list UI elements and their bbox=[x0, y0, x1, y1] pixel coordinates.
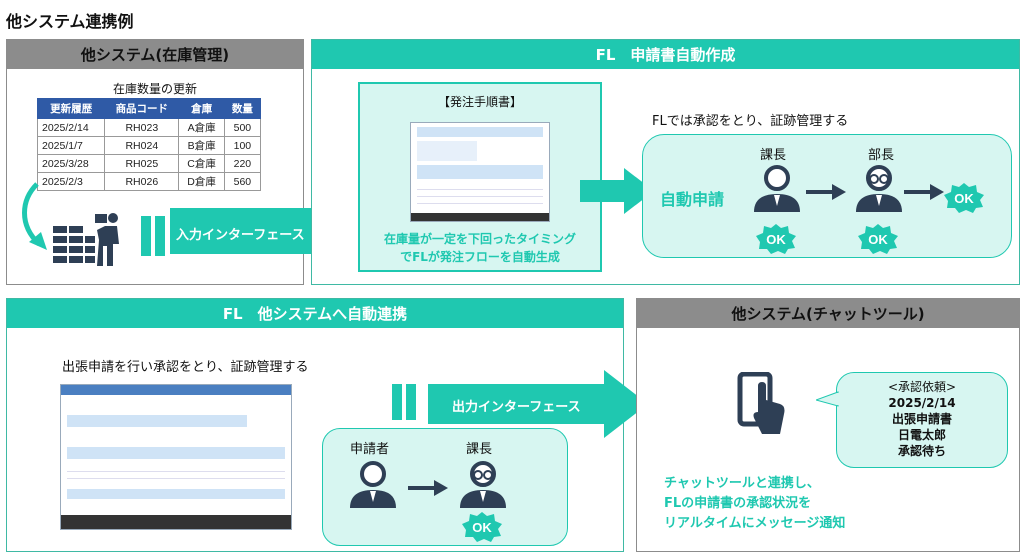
role-kacho-label: 課長 bbox=[760, 148, 787, 163]
ok-badge-icon: OK bbox=[944, 182, 984, 214]
bubble-line: 承認待ち bbox=[897, 444, 946, 458]
chat-caption-3: リアルタイムにメッセージ通知 bbox=[664, 516, 846, 531]
chat-panel-header: 他システム(チャットツール) bbox=[637, 299, 1019, 328]
output-interface-arrow bbox=[428, 370, 648, 438]
interface-bar bbox=[155, 216, 165, 256]
table-cell: D倉庫 bbox=[178, 172, 225, 191]
interface-bar bbox=[141, 216, 151, 256]
arrow-right-icon bbox=[904, 184, 944, 200]
table-cell: RH024 bbox=[104, 136, 180, 155]
table-cell: 100 bbox=[223, 136, 262, 155]
input-interface-label: 入力インターフェース bbox=[176, 228, 305, 243]
auto-apply-label: 自動申請 bbox=[660, 190, 725, 209]
table-cell: 560 bbox=[223, 172, 262, 191]
chat-caption-1: チャットツールと連携し、 bbox=[664, 476, 820, 491]
chat-panel: 他システム(チャットツール) bbox=[636, 298, 1020, 552]
output-interface-label: 出力インターフェース bbox=[452, 400, 581, 415]
smartphone-touch-icon bbox=[737, 372, 785, 434]
person-icon bbox=[754, 165, 800, 212]
interface-bar bbox=[406, 384, 416, 420]
table-cell: 2025/2/3 bbox=[36, 172, 106, 191]
column-header: 更新履歴 bbox=[36, 98, 106, 119]
chat-caption-2: FLの申請書の承認状況を bbox=[664, 496, 812, 511]
table-title: 在庫数量の更新 bbox=[112, 82, 197, 96]
ok-label: OK bbox=[954, 190, 974, 206]
table-cell: A倉庫 bbox=[178, 118, 225, 137]
table-cell: RH025 bbox=[104, 154, 180, 173]
table-cell: B倉庫 bbox=[178, 136, 225, 155]
role-kacho-label: 課長 bbox=[466, 442, 493, 457]
order-doc-caption-2: でFLが発注フローを自動生成 bbox=[400, 250, 560, 264]
order-doc-title: 【発注手順書】 bbox=[437, 95, 522, 109]
arrow-right-icon bbox=[580, 168, 654, 214]
ok-badge-icon: OK bbox=[858, 224, 898, 254]
table-cell: C倉庫 bbox=[178, 154, 225, 173]
table-cell: 2025/2/14 bbox=[36, 118, 106, 137]
table-cell: RH026 bbox=[104, 172, 180, 191]
bubble-line: <承認依頼> bbox=[887, 380, 957, 394]
approval-text: FLでは承認をとり、証跡管理する bbox=[652, 114, 849, 129]
table-row: 2025/3/28 RH025 C倉庫 220 bbox=[36, 154, 262, 173]
applicant-label: 申請者 bbox=[350, 442, 390, 457]
person-glasses-icon bbox=[856, 165, 902, 212]
person-icon bbox=[350, 461, 396, 508]
table-cell: RH023 bbox=[104, 118, 180, 137]
page-title: 他システム連携例 bbox=[6, 12, 134, 31]
interface-bar bbox=[392, 384, 402, 420]
ok-label: OK bbox=[766, 231, 786, 247]
warehouse-worker-icon bbox=[53, 213, 119, 266]
trip-form-thumbnail bbox=[60, 384, 292, 530]
table-row: 2025/2/14 RH023 A倉庫 500 bbox=[36, 118, 262, 137]
chat-bubble: <承認依頼> 2025/2/14 出張申請書 日電太郎 承認待ち bbox=[836, 372, 1008, 468]
bubble-line: 日電太郎 bbox=[897, 428, 946, 442]
column-header: 商品コード bbox=[104, 98, 180, 119]
ok-label: OK bbox=[472, 519, 492, 535]
table-cell: 2025/3/28 bbox=[36, 154, 106, 173]
ok-label: OK bbox=[868, 231, 888, 247]
table-cell: 2025/1/7 bbox=[36, 136, 106, 155]
ok-badge-icon: OK bbox=[462, 512, 502, 542]
column-header: 数量 bbox=[223, 98, 262, 119]
inventory-panel: 他システム(在庫管理) 在庫数量の更新 更新履歴 商品コード 倉庫 数量 202… bbox=[6, 39, 304, 285]
table-cell: 500 bbox=[223, 118, 262, 137]
order-doc-thumbnail bbox=[410, 122, 550, 222]
inventory-panel-header: 他システム(在庫管理) bbox=[7, 40, 303, 69]
auto-create-panel-header: FL 申請書自動作成 bbox=[312, 40, 1019, 69]
ok-badge-icon: OK bbox=[756, 224, 796, 254]
table-row: 2025/2/3 RH026 D倉庫 560 bbox=[36, 172, 262, 191]
arrow-right-icon bbox=[806, 184, 846, 200]
table-row: 2025/1/7 RH024 B倉庫 100 bbox=[36, 136, 262, 155]
order-doc-caption-1: 在庫量が一定を下回ったタイミング bbox=[383, 232, 576, 246]
bubble-tail bbox=[816, 391, 840, 407]
inventory-table: 更新履歴 商品コード 倉庫 数量 2025/2/14 RH023 A倉庫 500… bbox=[36, 98, 262, 191]
fl-link-description: 出張申請を行い承認をとり、証跡管理する bbox=[62, 360, 309, 375]
bubble-line: 2025/2/14 bbox=[888, 396, 956, 410]
curved-arrow-icon bbox=[22, 182, 47, 250]
arrow-right-icon bbox=[408, 480, 448, 496]
fl-link-panel-header: FL 他システムへ自動連携 bbox=[7, 299, 623, 328]
table-cell: 220 bbox=[223, 154, 262, 173]
person-glasses-icon bbox=[460, 461, 506, 508]
role-bucho-label: 部長 bbox=[868, 148, 895, 163]
bubble-line: 出張申請書 bbox=[891, 412, 952, 426]
column-header: 倉庫 bbox=[178, 98, 225, 119]
